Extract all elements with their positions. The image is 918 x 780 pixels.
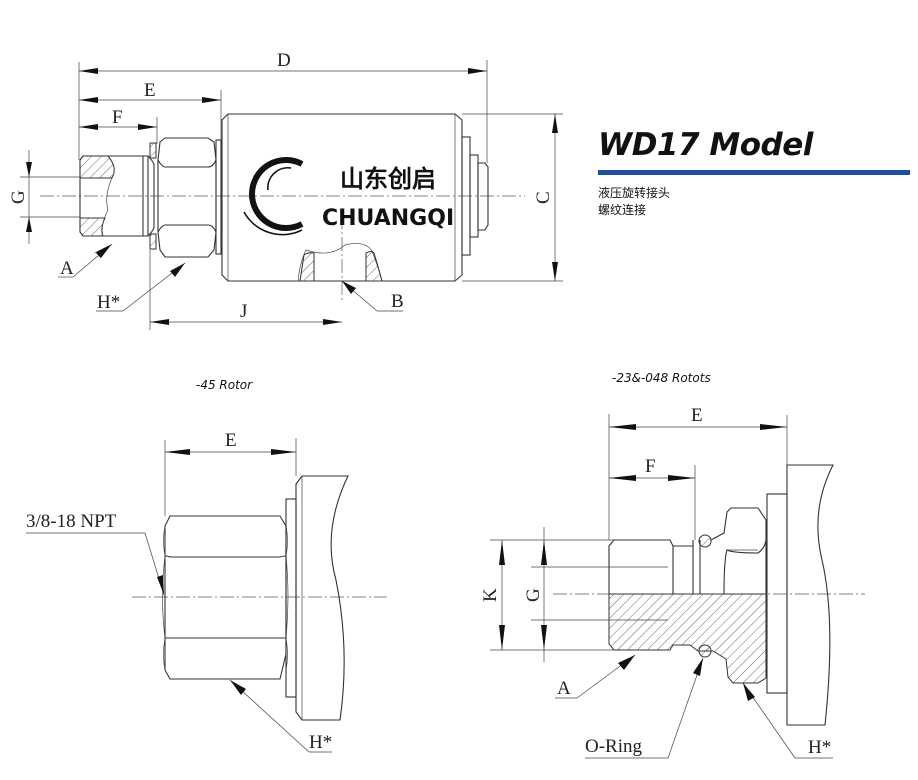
main-dim-G: G bbox=[8, 190, 29, 204]
model-title: WD17 Model bbox=[598, 127, 813, 163]
subtitle-block: 液压旋转接头 螺纹连接 bbox=[598, 185, 910, 219]
rotor-23-callout-A: A bbox=[557, 678, 571, 699]
main-dim-C: C bbox=[533, 191, 554, 204]
main-dim-J: J bbox=[240, 301, 247, 322]
main-dim-F: F bbox=[112, 107, 123, 128]
main-callout-H: H* bbox=[97, 292, 120, 313]
subtitle-line-2: 螺纹连接 bbox=[598, 203, 647, 217]
rotor-23-callout-oring: O-Ring bbox=[585, 736, 643, 757]
title-accent-rule bbox=[598, 170, 910, 175]
rotor-45-thread-label: 3/8-18 NPT bbox=[26, 511, 117, 532]
rotor-23-dim-E: E bbox=[691, 405, 703, 426]
rotor-23-dim-K: K bbox=[480, 588, 501, 602]
main-body bbox=[221, 113, 489, 300]
main-view: 山东创启 CHUANGQI D E F G C bbox=[8, 50, 563, 330]
rotor-45-callout-H: H* bbox=[309, 732, 332, 753]
main-callout-A: A bbox=[60, 258, 74, 279]
rotor-23-048-view: E F K G A O-Ring H* bbox=[480, 405, 865, 759]
main-dim-E: E bbox=[144, 80, 156, 101]
rotor-45-dim-E: E bbox=[225, 430, 237, 451]
rotor-45-view: E 3/8-18 NPT H* bbox=[26, 430, 387, 753]
main-callout-B: B bbox=[391, 291, 404, 312]
brand-name-en: CHUANGQI bbox=[322, 206, 454, 231]
rotor-23-048-caption: -23&-048 Rotots bbox=[612, 371, 711, 385]
main-dim-D: D bbox=[277, 50, 291, 71]
rotor-23-callout-H: H* bbox=[808, 737, 831, 758]
rotor-23-dim-G: G bbox=[523, 588, 544, 602]
title-block: WD17 Model 液压旋转接头 螺纹连接 bbox=[598, 126, 910, 219]
c-logo-icon bbox=[243, 157, 304, 236]
main-hex-nut bbox=[157, 137, 222, 258]
subtitle-line-1: 液压旋转接头 bbox=[598, 186, 671, 200]
brand-name-cn: 山东创启 bbox=[340, 165, 436, 193]
main-nipple bbox=[79, 142, 157, 250]
rotor-23-dim-F: F bbox=[645, 456, 656, 477]
rotor-45-caption: -45 Rotor bbox=[196, 378, 253, 392]
o-ring-upper bbox=[698, 534, 712, 548]
